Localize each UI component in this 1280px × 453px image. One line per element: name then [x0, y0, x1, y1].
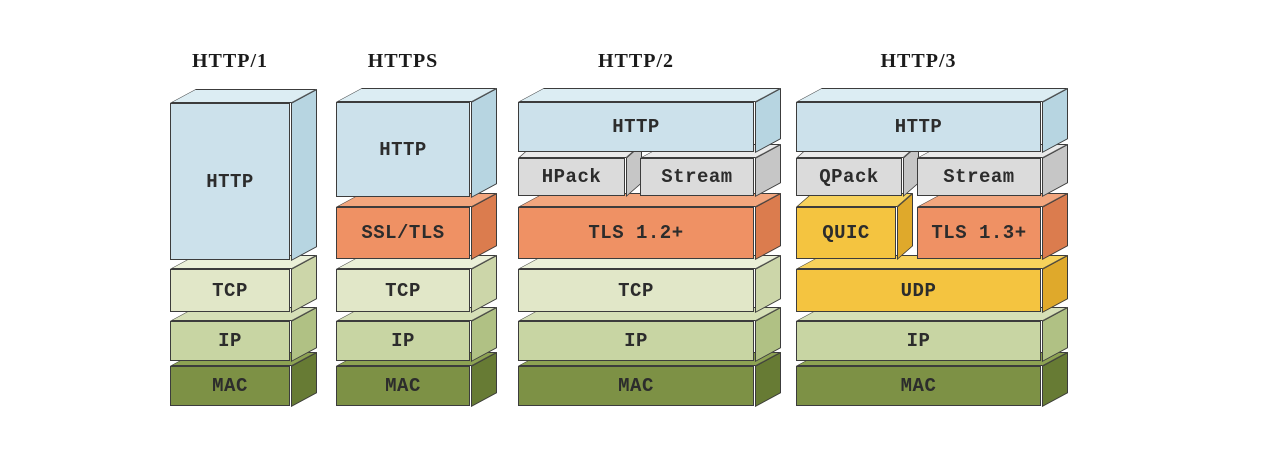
block-label: SSL/TLS	[361, 222, 445, 244]
http2-block-hpack: HPack	[518, 158, 625, 196]
http3-block-http: HTTP	[796, 102, 1041, 152]
http1-block-ip: IP	[170, 321, 290, 361]
block-label: MAC	[212, 375, 248, 397]
block-label: IP	[906, 330, 931, 352]
block-label: HTTP	[894, 116, 943, 138]
http3-block-quic: QUIC	[796, 207, 896, 259]
block-label: HPack	[541, 166, 602, 188]
https-block-ip: IP	[336, 321, 470, 361]
block-label: TCP	[212, 279, 248, 302]
http2-block-stream: Stream	[640, 158, 754, 196]
block-label: MAC	[385, 375, 421, 397]
http3-block-tls-1-3: TLS 1.3+	[917, 207, 1041, 259]
http3-block-mac: MAC	[796, 366, 1041, 406]
http2-block-http: HTTP	[518, 102, 754, 152]
http2-block-tcp: TCP	[518, 269, 754, 312]
block-label: HTTP	[612, 116, 660, 138]
http1-block-http: HTTP	[170, 103, 290, 260]
block-label: Stream	[661, 166, 733, 188]
http3-block-ip: IP	[796, 321, 1041, 361]
https-block-http: HTTP	[336, 102, 470, 197]
block-label: HTTP	[206, 170, 254, 193]
block-label: TCP	[618, 279, 654, 302]
https-block-mac: MAC	[336, 366, 470, 406]
column-title-https: HTTPS	[367, 50, 439, 72]
column-title-http3: HTTP/3	[880, 50, 957, 72]
http1-block-tcp: TCP	[170, 269, 290, 312]
block-label: Stream	[943, 166, 1015, 188]
http1-block-mac: MAC	[170, 366, 290, 406]
http2-block-ip: IP	[518, 321, 754, 361]
http3-block-udp: UDP	[796, 269, 1041, 312]
block-label: TCP	[385, 279, 421, 302]
column-title-http1: HTTP/1	[191, 50, 268, 72]
block-label: HTTP	[379, 138, 427, 161]
https-block-tcp: TCP	[336, 269, 470, 312]
block-label: TLS 1.2+	[588, 222, 684, 244]
column-title-http2: HTTP/2	[597, 50, 674, 72]
https-block-ssl-tls: SSL/TLS	[336, 207, 470, 259]
block-label: MAC	[618, 375, 654, 397]
http3-block-qpack: QPack	[796, 158, 902, 196]
block-label: IP	[218, 330, 242, 352]
block-label: IP	[624, 330, 648, 352]
block-label: QUIC	[822, 222, 870, 244]
block-label: QPack	[819, 166, 879, 188]
block-label: TLS 1.3+	[931, 222, 1027, 244]
block-label: IP	[391, 330, 415, 352]
block-label: UDP	[900, 279, 937, 302]
http3-block-stream: Stream	[917, 158, 1041, 196]
http2-block-mac: MAC	[518, 366, 754, 406]
block-label: MAC	[900, 375, 937, 397]
http2-block-tls-1-2: TLS 1.2+	[518, 207, 754, 259]
